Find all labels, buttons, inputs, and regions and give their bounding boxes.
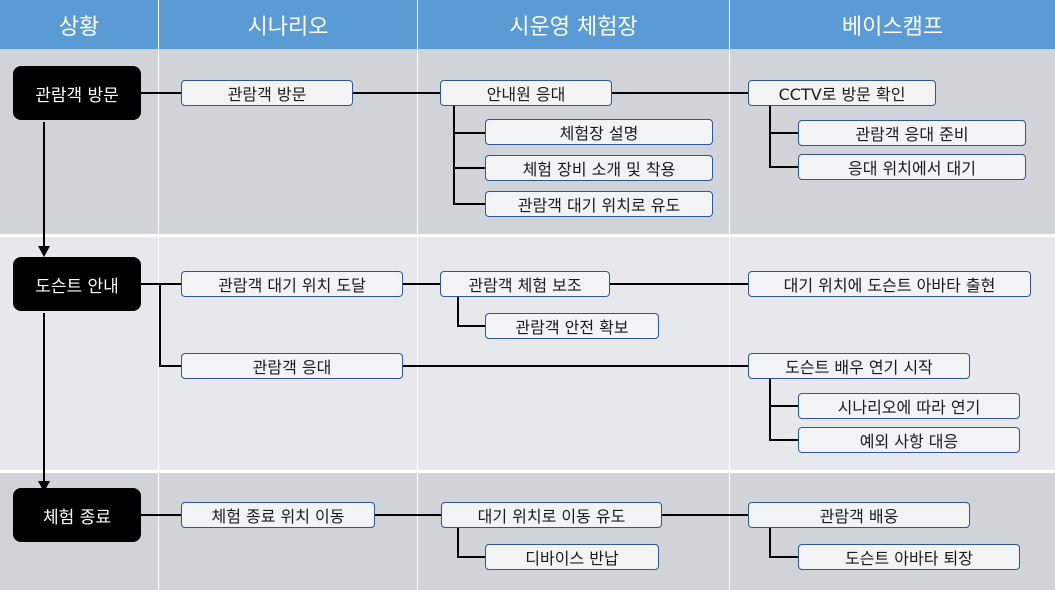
connector-line — [457, 528, 459, 558]
flow-line — [43, 313, 45, 483]
connector-line — [769, 528, 771, 558]
node-venue-assist: 관람객 체험 보조 — [440, 271, 610, 297]
node-basecamp-exit: 도슨트 아바타 퇴장 — [798, 544, 1020, 570]
header-situation: 상황 — [0, 0, 158, 49]
node-scenario-arrive: 관람객 대기 위치 도달 — [181, 271, 403, 297]
connector-line — [375, 514, 441, 516]
row-band-end — [0, 471, 1055, 590]
connector-line — [769, 439, 798, 441]
connector-line — [159, 365, 181, 367]
node-basecamp-act: 도슨트 배우 연기 시작 — [748, 353, 970, 379]
connector-line — [141, 283, 181, 285]
connector-line — [141, 514, 181, 516]
header-basecamp: 베이스캠프 — [730, 0, 1055, 49]
connector-line — [769, 556, 798, 558]
row-separator — [0, 470, 1055, 473]
connector-line — [457, 325, 485, 327]
node-venue-return: 디바이스 반납 — [485, 544, 659, 570]
connector-line — [353, 92, 440, 94]
connector-line — [453, 167, 485, 169]
connector-line — [159, 283, 161, 367]
connector-line — [457, 297, 459, 327]
connector-line — [453, 203, 485, 205]
node-basecamp-avatar: 대기 위치에 도슨트 아바타 출현 — [748, 271, 1031, 297]
connector-line — [457, 556, 485, 558]
connector-line — [662, 514, 748, 516]
column-divider — [729, 49, 730, 590]
connector-line — [141, 92, 181, 94]
connector-line — [769, 379, 771, 441]
node-venue-equipment: 체험 장비 소개 및 착용 — [485, 155, 713, 181]
node-venue-lead: 관람객 대기 위치로 유도 — [485, 191, 713, 217]
flow-arrow-down — [38, 246, 50, 257]
row-separator — [0, 234, 1055, 237]
connector-line — [610, 283, 748, 285]
connector-line — [769, 166, 798, 168]
node-basecamp-script: 시나리오에 따라 연기 — [798, 393, 1020, 419]
flow-line — [43, 122, 45, 248]
node-basecamp-prepare: 관람객 응대 준비 — [798, 120, 1026, 146]
connector-line — [403, 283, 440, 285]
connector-line — [453, 132, 485, 134]
situation-visit: 관람객 방문 — [13, 66, 141, 120]
node-basecamp-sendoff: 관람객 배웅 — [748, 502, 970, 528]
header-scenario: 시나리오 — [159, 0, 417, 49]
situation-end: 체험 종료 — [13, 488, 141, 542]
node-venue-explain: 체험장 설명 — [485, 119, 713, 145]
connector-line — [612, 92, 748, 94]
node-scenario-respond: 관람객 응대 — [181, 353, 403, 379]
node-scenario-move: 체험 종료 위치 이동 — [181, 502, 375, 528]
connector-line — [453, 106, 455, 205]
node-scenario-visit: 관람객 방문 — [181, 80, 353, 106]
connector-line — [769, 106, 771, 168]
node-basecamp-exception: 예외 사항 대응 — [798, 427, 1020, 453]
connector-line — [769, 132, 798, 134]
column-divider — [417, 49, 418, 590]
connector-line — [769, 405, 798, 407]
node-basecamp-wait: 응대 위치에서 대기 — [798, 154, 1026, 180]
situation-docent: 도슨트 안내 — [13, 257, 141, 311]
connector-line — [403, 365, 748, 367]
node-venue-safety: 관람객 안전 확보 — [485, 313, 659, 339]
node-basecamp-cctv: CCTV로 방문 확인 — [748, 80, 936, 106]
node-venue-move-lead: 대기 위치로 이동 유도 — [441, 502, 662, 528]
node-venue-guide: 안내원 응대 — [440, 80, 612, 106]
flow-arrow-down — [38, 481, 50, 492]
column-divider — [158, 49, 159, 590]
header-venue: 시운영 체험장 — [418, 0, 729, 49]
